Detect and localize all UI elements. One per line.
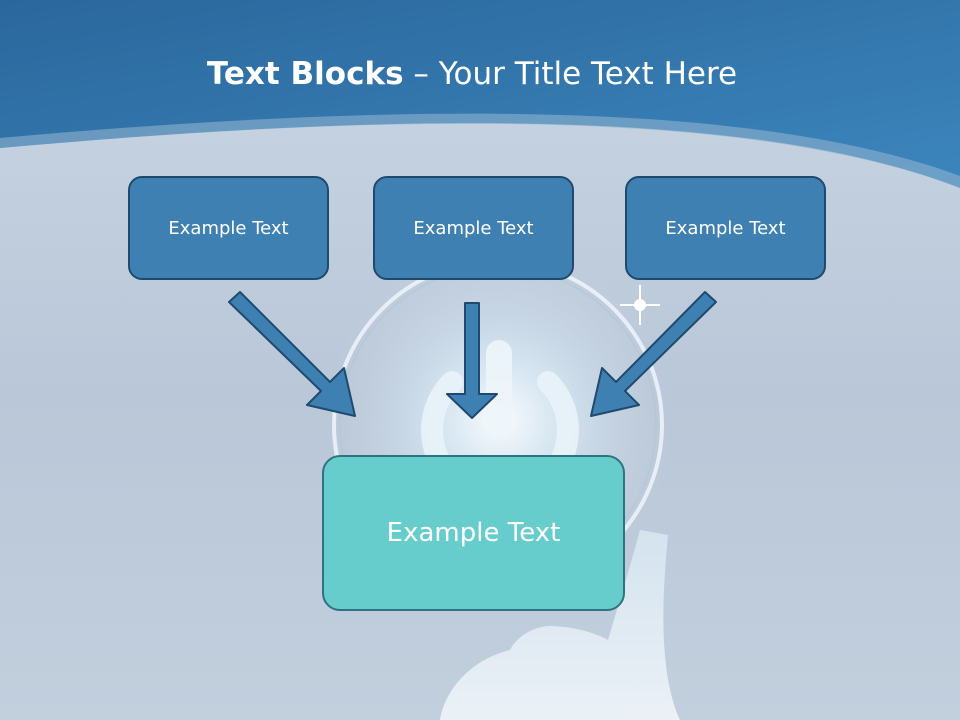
- arrow-left-icon: [228, 291, 356, 417]
- sparkle-icon: [620, 285, 660, 325]
- title-rest: – Your Title Text Here: [403, 56, 738, 92]
- text-block-right[interactable]: Example Text: [625, 176, 826, 280]
- text-block-center-label: Example Text: [386, 518, 561, 548]
- text-block-center[interactable]: Example Text: [322, 455, 625, 611]
- text-block-middle-label: Example Text: [413, 217, 534, 239]
- text-block-left-label: Example Text: [168, 217, 289, 239]
- text-block-right-label: Example Text: [665, 217, 786, 239]
- text-block-left[interactable]: Example Text: [128, 176, 329, 280]
- text-block-middle[interactable]: Example Text: [373, 176, 574, 280]
- header-accent-curve: [0, 113, 960, 188]
- arrow-middle-icon: [446, 302, 498, 419]
- hand-illustration: [440, 530, 680, 720]
- header-band: [0, 0, 960, 188]
- slide-title: Text Blocks – Your Title Text Here: [0, 52, 944, 96]
- arrow-right-icon: [590, 291, 717, 417]
- title-bold: Text Blocks: [206, 56, 404, 92]
